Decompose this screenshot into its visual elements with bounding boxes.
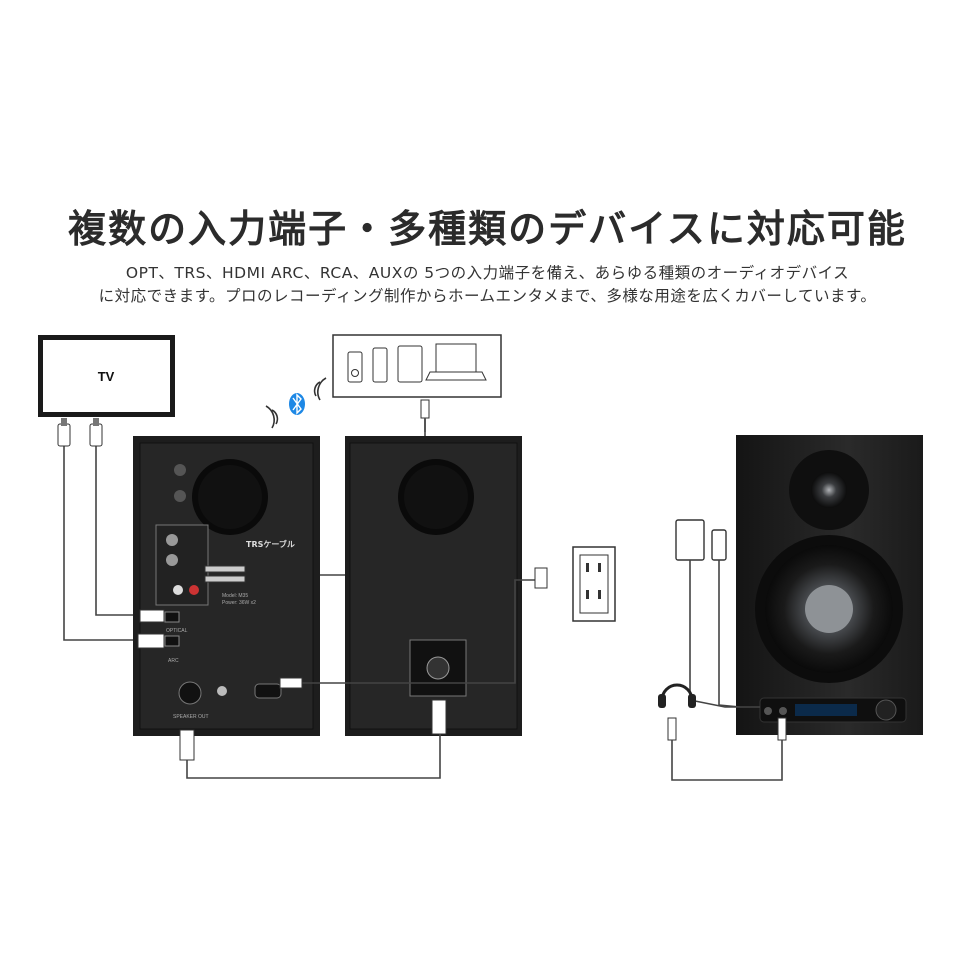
right-speaker-rear <box>345 436 522 736</box>
speaker-out-port <box>178 681 202 705</box>
model-label: Model: M35 <box>222 593 248 599</box>
speaker-in-port <box>426 656 450 680</box>
headline: 複数の入力端子・多種類のデバイスに対応可能 <box>68 207 907 251</box>
hdmi-plug-icon <box>89 418 103 447</box>
front-speaker <box>736 435 923 735</box>
devices-box <box>332 334 502 398</box>
tv-device: TV <box>38 335 175 417</box>
phone-icon <box>372 347 388 383</box>
description-line-2: に対応できます。プロのレコーディング制作からホームエンタメまで、多様な用途を広く… <box>98 287 877 305</box>
headphone-cable <box>667 717 787 781</box>
tv-label: TV <box>98 369 115 384</box>
signal-waves-icon <box>265 377 327 429</box>
power-label: Power: 36W x2 <box>222 600 256 606</box>
hdmi-plug-connected <box>137 633 165 649</box>
speaker-link-cable <box>179 699 447 779</box>
bluetooth-icon <box>289 393 305 415</box>
tv-cables <box>63 430 140 641</box>
left-speaker-rear: Model: M35 Power: 36W x2 OPTICAL ARC SPE… <box>133 436 320 736</box>
rca-plugs <box>204 565 246 583</box>
speaker-out-label: SPEAKER OUT <box>173 714 209 720</box>
description-line-1: OPT、TRS、HDMI ARC、RCA、AUXの 5つの入力端子を備え、あらゆ… <box>125 264 850 282</box>
optical-plug-icon <box>57 418 71 447</box>
optical-plug-connected <box>139 609 165 623</box>
optical-port-label: OPTICAL <box>166 628 188 634</box>
trs-cable-label: TRSケーブル <box>246 539 295 549</box>
headphones-icon <box>658 683 696 708</box>
power-inlet <box>254 683 282 699</box>
volume-knob <box>875 699 897 721</box>
ipod-icon <box>347 351 363 383</box>
power-cable <box>279 567 548 689</box>
tablet-icon <box>397 345 423 383</box>
arc-port-label: ARC <box>168 658 179 664</box>
tablet-phone-icons <box>675 519 727 561</box>
front-aux-cables <box>689 560 760 708</box>
wall-outlet-icon <box>572 546 616 622</box>
